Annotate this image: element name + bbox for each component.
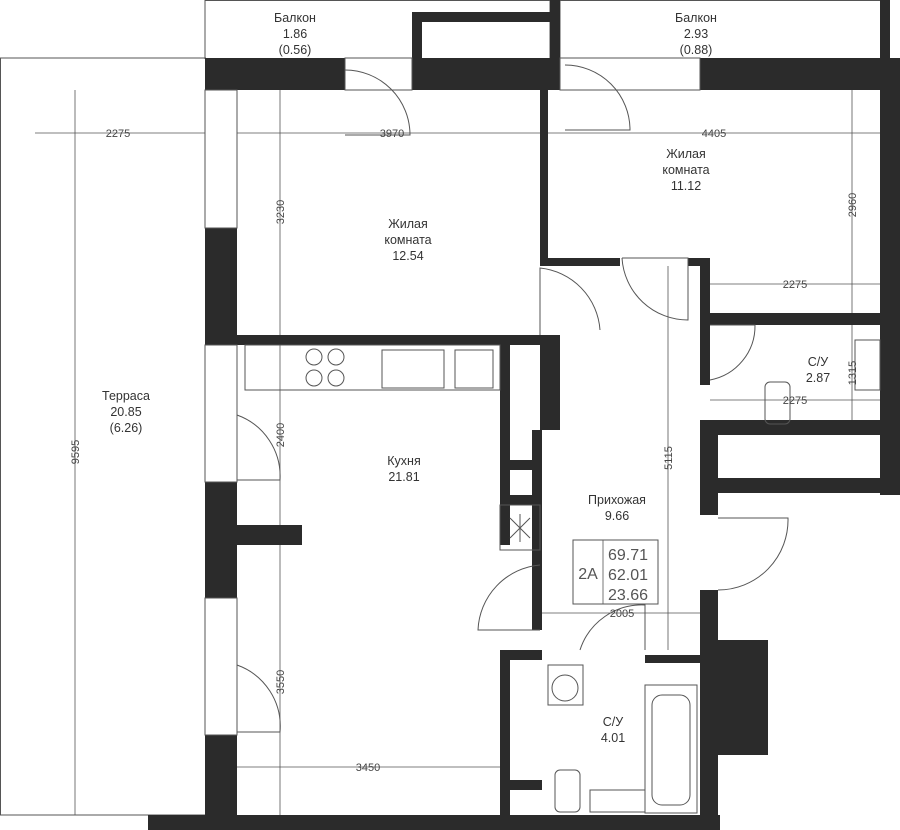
living-room-1-label: Жилая комната 12.54 xyxy=(384,217,431,263)
dimensions-d3970: 3970 xyxy=(380,128,404,140)
rooms-balcony1-area: 1.86 xyxy=(283,27,307,41)
rooms-balcony2-area: 2.93 xyxy=(684,27,708,41)
rooms-bath2-area: 4.01 xyxy=(601,731,625,745)
balcony-2-label: Балкон 2.93 (0.88) xyxy=(675,11,717,57)
rooms-bath1-area: 2.87 xyxy=(806,371,830,385)
rooms-bath2-name: С/У xyxy=(603,715,624,729)
terrace-label: Терраса 20.85 (6.26) xyxy=(102,389,150,435)
total-area: 69.71 xyxy=(608,547,648,564)
living-area: 62.01 xyxy=(608,567,648,584)
rooms-living2-area: 11.12 xyxy=(671,179,701,193)
hall-label: Прихожая 9.66 xyxy=(588,493,646,523)
living-room-2-label: Жилая комната 11.12 xyxy=(662,147,709,193)
rooms-balcony1-name: Балкон xyxy=(274,11,316,25)
bathroom-2-label: С/У 4.01 xyxy=(601,715,625,745)
rooms-living2-name1: Жилая xyxy=(666,147,706,161)
apartment-summary-box: 2A 69.71 62.01 23.66 xyxy=(572,539,659,605)
kitchen-label: Кухня 21.81 xyxy=(387,454,420,484)
fixtures xyxy=(244,339,881,814)
dimensions-d2275b: 2275 xyxy=(783,279,807,291)
windows xyxy=(204,57,701,736)
rooms-living1-name1: Жилая xyxy=(388,217,428,231)
dimensions-d2005: 2005 xyxy=(610,608,634,620)
dimensions-d2960: 2960 xyxy=(847,193,859,217)
rooms-kitchen-area: 21.81 xyxy=(388,470,419,484)
balcony-1-label: Балкон 1.86 (0.56) xyxy=(274,11,316,57)
dimensions-d3230: 3230 xyxy=(275,200,287,224)
dimensions-d4405: 4405 xyxy=(702,128,726,140)
dimensions-d5115: 5115 xyxy=(663,446,675,470)
walls xyxy=(148,0,900,830)
terrace-area: 23.66 xyxy=(608,587,648,604)
rooms-balcony2-sub: (0.88) xyxy=(680,43,713,57)
balcony-2-outline xyxy=(559,0,889,59)
rooms-living2-name2: комната xyxy=(662,163,709,177)
rooms-kitchen-name: Кухня xyxy=(387,454,420,468)
rooms-bath1-name: С/У xyxy=(808,355,829,369)
dimension-labels: 2275 3970 4405 3230 2960 2275 1315 2275 … xyxy=(70,128,859,774)
rooms-hall-name: Прихожая xyxy=(588,493,646,507)
terrace-outline xyxy=(0,57,206,816)
dimensions-d9595: 9595 xyxy=(70,440,82,464)
bathroom-1-label: С/У 2.87 xyxy=(806,355,830,385)
dimensions-d2275a: 2275 xyxy=(106,128,130,140)
dimensions-d3550: 3550 xyxy=(275,670,287,694)
rooms-balcony1-sub: (0.56) xyxy=(279,43,312,57)
rooms-terrace-sub: (6.26) xyxy=(110,421,143,435)
room-labels: Балкон 1.86 (0.56) Балкон 2.93 (0.88) Жилая к… xyxy=(102,11,830,745)
apartment-type: 2A xyxy=(578,566,598,583)
dimensions-d3450: 3450 xyxy=(356,762,380,774)
rooms-terrace-name: Терраса xyxy=(102,389,150,403)
rooms-balcony2-name: Балкон xyxy=(675,11,717,25)
dimensions-d2400: 2400 xyxy=(275,423,287,447)
rooms-living1-name2: комната xyxy=(384,233,431,247)
balcony-1-outline xyxy=(204,0,551,59)
rooms-hall-area: 9.66 xyxy=(605,509,629,523)
dimensions-d2275c: 2275 xyxy=(783,395,807,407)
rooms-terrace-area: 20.85 xyxy=(110,405,141,419)
dimensions-d1315: 1315 xyxy=(847,361,859,385)
dimension-lines xyxy=(35,90,880,815)
rooms-living1-area: 12.54 xyxy=(392,249,423,263)
